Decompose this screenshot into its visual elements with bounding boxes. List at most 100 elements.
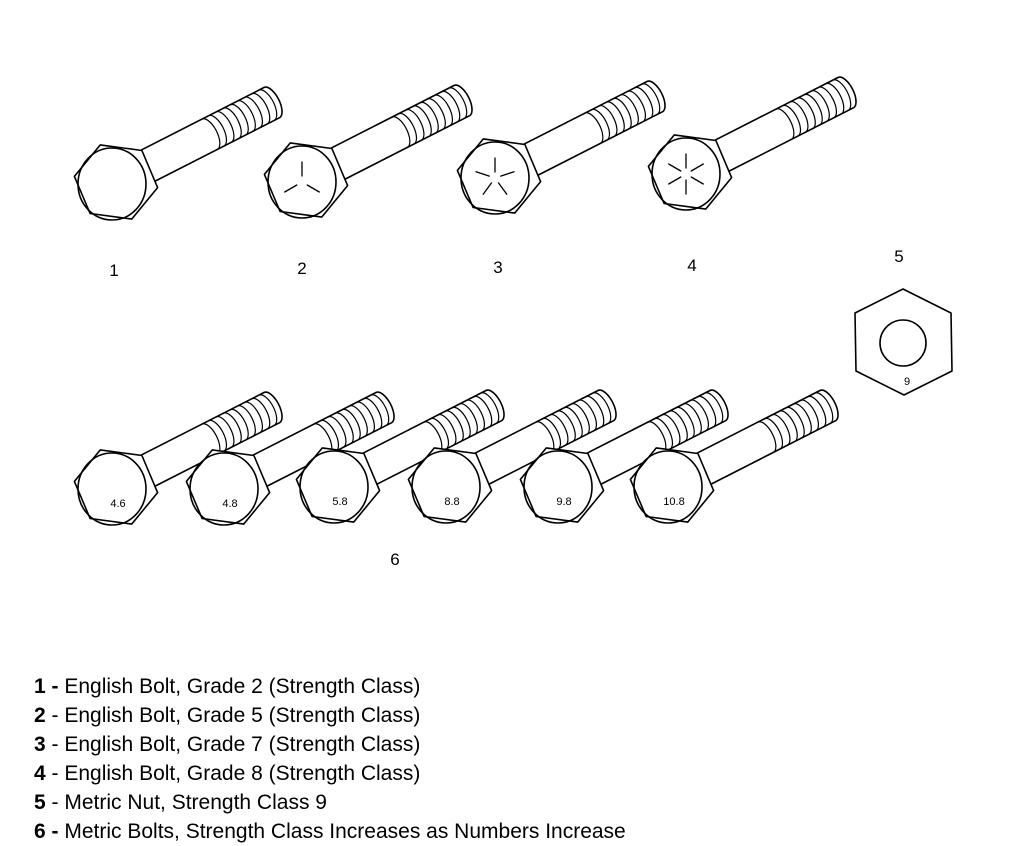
grade-mark-line (690, 176, 704, 185)
grade-mark-line (668, 163, 682, 172)
bolt-hex-head (629, 447, 715, 523)
legend-separator: - (45, 675, 65, 698)
thread-line (391, 116, 411, 149)
thread-line (782, 104, 802, 137)
thread-line (771, 414, 791, 446)
legend-number: 2 (34, 704, 46, 727)
thread-line (542, 417, 562, 450)
thread-line (598, 105, 618, 137)
thread-line (654, 417, 674, 450)
callout-2: 2 (297, 259, 306, 278)
thread-line (405, 109, 425, 141)
thread-line (804, 93, 823, 126)
bolt-head-face (460, 141, 530, 215)
grade-mark-line (306, 184, 320, 193)
thread-line (244, 401, 263, 434)
metric-bolt-5: 9.8 (519, 389, 729, 524)
bolt-hex-head (647, 134, 733, 210)
thread-line (800, 399, 819, 432)
thread-line (578, 399, 597, 432)
thread-line (818, 86, 837, 119)
grade-mark-line (284, 184, 298, 193)
thread-line (591, 108, 611, 141)
legend-number: 4 (34, 762, 46, 785)
legend-item-4: 4 - English Bolt, Grade 8 (Strength Clas… (34, 759, 794, 788)
bolt-shaft (248, 391, 395, 489)
bolt-head-face (299, 450, 369, 524)
metric-bolt-1: 4.6 (73, 391, 283, 526)
thread-line (571, 403, 590, 435)
thread-line (444, 410, 464, 443)
thread-line (244, 96, 263, 129)
legend-separator: - (45, 733, 65, 756)
thread-line (459, 403, 478, 435)
english-bolt-grade-5 (263, 84, 473, 219)
thread-line (789, 101, 809, 133)
bolt-hex-head (519, 447, 605, 523)
bolt-shaft (136, 86, 283, 184)
bolt-strength-mark: 10.8 (663, 496, 684, 508)
thread-line (793, 403, 812, 435)
thread-line (584, 112, 604, 145)
bolt-head-face (189, 452, 259, 526)
thread-line (356, 401, 375, 434)
thread-line (786, 406, 805, 439)
bolt-strength-mark: 4.8 (222, 498, 237, 510)
callout-1: 1 (109, 261, 118, 280)
thread-line (258, 89, 278, 121)
thread-line (349, 405, 368, 437)
thread-line (697, 395, 717, 428)
bolt-head-face (77, 452, 147, 526)
bolt-shaft (326, 84, 473, 182)
english-bolt-grade-2 (73, 86, 283, 221)
legend-item-1: 1 - English Bolt, Grade 2 (Strength Clas… (34, 672, 794, 701)
thread-line (592, 392, 612, 424)
legend-separator: - (45, 820, 65, 843)
bolt-hex-head (73, 449, 159, 525)
bolt-hex-head (263, 142, 349, 218)
bolt-head-face (267, 145, 337, 219)
thread-line (370, 394, 390, 426)
thread-line (327, 416, 347, 448)
thread-line (613, 97, 632, 130)
thread-line (215, 416, 235, 448)
legend-text: English Bolt, Grade 7 (Strength Class) (64, 733, 421, 756)
thread-line (427, 98, 446, 130)
thread-line (620, 94, 639, 126)
thread-line (208, 114, 228, 147)
bolt-shaft (136, 391, 283, 489)
thread-line (466, 399, 485, 432)
bolt-shaft (692, 389, 839, 487)
nut-hex-outline (854, 288, 953, 396)
metric-bolt-6: 10.8 (629, 389, 839, 524)
thread-line (441, 90, 461, 123)
legend-text: English Bolt, Grade 5 (Strength Class) (64, 704, 421, 727)
thread-line (634, 86, 654, 119)
bolt-hex-head (295, 447, 381, 523)
bolt-shaft (710, 76, 857, 174)
thread-line (251, 92, 271, 125)
bolt-hex-head (407, 447, 493, 523)
thread-line (832, 79, 852, 111)
legend-separator: - (45, 704, 65, 727)
bolt-shaft (358, 389, 505, 487)
thread-line (556, 410, 576, 443)
thread-line (564, 406, 583, 439)
grade-mark-line (668, 176, 682, 185)
legend-item-5: 5 - Metric Nut, Strength Class 9 (34, 788, 794, 817)
legend-number: 3 (34, 733, 46, 756)
bolt-strength-mark: 4.6 (110, 498, 125, 510)
bolt-hex-head (185, 449, 271, 525)
bolt-shaft (470, 389, 617, 487)
legend-separator: - (45, 762, 65, 785)
thread-line (825, 82, 845, 115)
thread-line (452, 406, 471, 439)
grade-mark-line (475, 171, 490, 177)
bolt-strength-mark: 5.8 (332, 496, 347, 508)
thread-line (627, 90, 646, 123)
thread-line (757, 421, 777, 454)
thread-line (201, 118, 221, 151)
legend-text: English Bolt, Grade 8 (Strength Class) (64, 762, 421, 785)
thread-line (811, 90, 830, 122)
thread-line (215, 111, 235, 143)
